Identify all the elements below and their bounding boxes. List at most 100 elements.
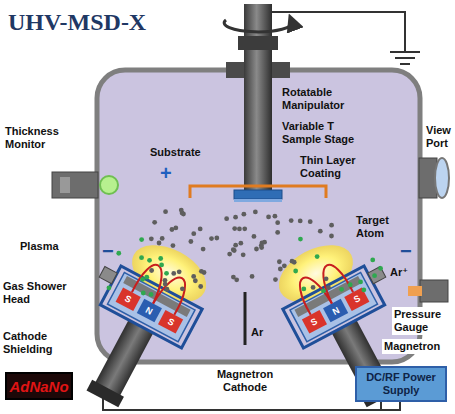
part-label: Magnetron Cathode — [205, 368, 285, 394]
particle-dot — [329, 223, 334, 228]
label-text: Thickness Monitor — [5, 125, 77, 151]
magnetron-assembly — [49, 224, 221, 414]
part-label: Pressure Gauge — [392, 307, 455, 335]
part-label: Gas Shower Head — [3, 280, 73, 306]
label-text: − — [400, 240, 412, 262]
sample-stage — [190, 186, 326, 198]
particle-dot — [242, 226, 247, 231]
particle-dot — [209, 236, 214, 241]
magnetron-body — [107, 272, 195, 341]
part-label: Magnetron — [382, 339, 442, 354]
part-label: Thickness Monitor — [5, 125, 77, 151]
label-text: Target Atom — [356, 214, 414, 240]
part-label: Variable T Sample Stage — [282, 120, 364, 146]
particle-dot — [241, 212, 246, 217]
particle-dot — [329, 234, 334, 239]
label-text: Ar — [251, 326, 263, 339]
particle-dot — [233, 215, 238, 220]
label-text: Gas Shower Head — [3, 280, 73, 306]
part-label: − — [400, 240, 412, 262]
particle-dot — [214, 236, 219, 241]
particle-dot — [234, 277, 239, 282]
power-supply-box: DC/RF Power Supply — [355, 366, 447, 402]
particle-dot — [116, 251, 121, 256]
particle-dot — [378, 266, 383, 271]
view-port-window — [435, 158, 449, 198]
part-label: Ar⁺ — [390, 266, 408, 279]
diagram-title: UHV-MSD-X — [8, 8, 146, 36]
particle-dot — [199, 269, 204, 274]
part-label: Plasma — [20, 240, 59, 253]
particle-dot — [290, 259, 295, 264]
particle-dot — [149, 268, 154, 273]
rotation-arrow — [224, 20, 292, 32]
particle-dot — [311, 285, 316, 290]
particle-dot — [144, 275, 149, 280]
shield-housing — [100, 266, 202, 348]
particle-dot — [164, 271, 169, 276]
label-text: Cathode Shielding — [3, 330, 75, 356]
particle-dot — [140, 277, 145, 282]
particle-dot — [361, 287, 366, 292]
particle-dot — [227, 252, 232, 257]
magnet-block — [158, 310, 183, 334]
particle-dot — [254, 247, 259, 252]
particle-dot — [315, 254, 320, 259]
particle-dot — [275, 220, 280, 225]
pressure-gauge — [420, 280, 448, 302]
particle-dot — [293, 269, 298, 274]
particle-dot — [147, 258, 152, 263]
particle-dot — [289, 218, 294, 223]
particle-dot — [273, 214, 278, 219]
particle-dot — [250, 274, 255, 279]
field-line — [294, 272, 332, 315]
particle-dot — [238, 241, 243, 246]
field-line — [132, 260, 170, 303]
ground-symbol — [390, 52, 420, 64]
particle-dot — [298, 219, 303, 224]
label-text: Plasma — [20, 240, 59, 253]
particle-dot — [158, 256, 163, 261]
particle-dot — [231, 247, 236, 252]
particle-dot — [266, 215, 271, 220]
particle-dot — [180, 286, 185, 291]
particle-dot — [201, 247, 206, 252]
field-line — [153, 272, 191, 315]
particle-dot — [326, 285, 331, 290]
particle-dot — [259, 245, 264, 250]
part-label: Rotatable Manipulator — [282, 86, 364, 112]
monitor-sensor — [100, 176, 118, 194]
substrate — [234, 190, 282, 199]
particle-dot — [171, 271, 176, 276]
particle-dot — [171, 243, 176, 248]
part-label: Ar — [251, 326, 263, 339]
particle-dot — [372, 273, 377, 278]
magnet-block — [302, 310, 327, 334]
label-text: + — [160, 162, 172, 184]
particle-dot — [324, 276, 329, 281]
particle-dot — [160, 236, 165, 241]
particle-dot — [358, 280, 363, 285]
particle-dot — [149, 292, 154, 297]
particle-dot — [139, 255, 144, 260]
particle-dot — [298, 237, 303, 242]
cathode-shielding — [244, 292, 247, 345]
particle-dot — [191, 231, 196, 236]
particle-dot — [321, 288, 326, 293]
particle-dot — [198, 227, 203, 232]
part-label: − — [102, 240, 114, 262]
title-text: UHV-MSD-X — [8, 8, 146, 36]
particle-dot — [232, 226, 237, 231]
particle-dot — [163, 209, 168, 214]
particle-dot — [339, 287, 344, 292]
shield-housing — [283, 266, 385, 348]
particle-dot — [173, 226, 178, 231]
label-text: Pressure Gauge — [394, 308, 454, 334]
particle-dot — [233, 243, 238, 248]
label-text: Rotatable Manipulator — [282, 86, 364, 112]
particle-dot — [139, 237, 144, 242]
particle-dot — [165, 287, 170, 292]
part-label: + — [160, 162, 172, 184]
label-text: Variable T Sample Stage — [282, 120, 364, 146]
label-text: Magnetron Cathode — [205, 368, 285, 394]
